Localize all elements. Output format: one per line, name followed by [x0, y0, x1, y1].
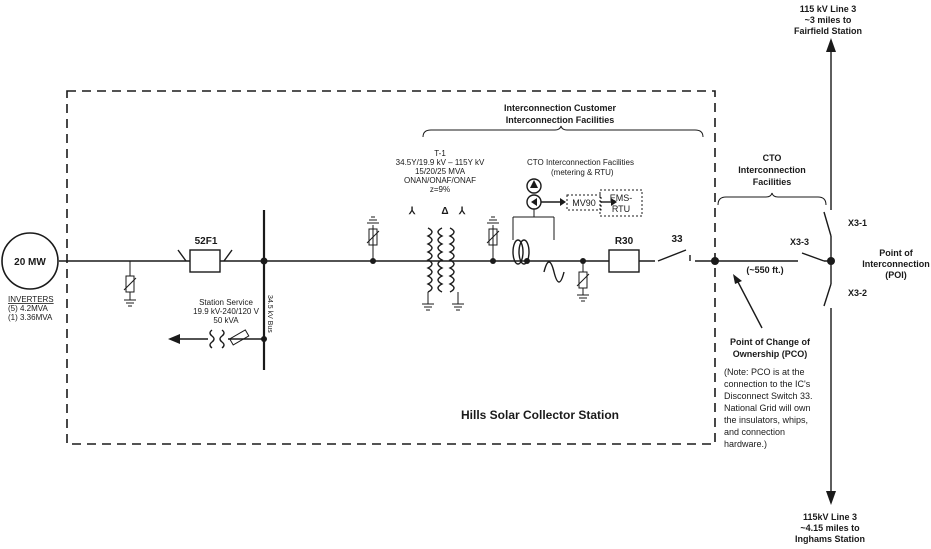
svg-text:Δ: Δ	[441, 206, 448, 217]
svg-text:R30: R30	[615, 236, 634, 247]
svg-text:Ownership (PCO): Ownership (PCO)	[733, 349, 808, 359]
svg-text:connection to the IC's: connection to the IC's	[724, 379, 811, 389]
inverters-label: INVERTERS (5) 4.2MVA (1) 3.36MVA	[8, 295, 54, 322]
svg-text:115 kV Line 3: 115 kV Line 3	[800, 4, 857, 14]
svg-text:z=9%: z=9%	[430, 185, 450, 194]
svg-text:Interconnection Facilities: Interconnection Facilities	[506, 115, 615, 125]
svg-text:MV90: MV90	[572, 198, 596, 208]
switch-x3-2: X3-2	[823, 283, 867, 308]
svg-text:(5) 4.2MVA: (5) 4.2MVA	[8, 304, 49, 313]
svg-text:Facilities: Facilities	[753, 177, 792, 187]
mv90-meter: MV90	[566, 194, 617, 211]
svg-text:RTU: RTU	[612, 204, 630, 214]
svg-text:34.5Y/19.9 kV – 115Y kV: 34.5Y/19.9 kV – 115Y kV	[396, 158, 485, 167]
svg-text:52F1: 52F1	[195, 236, 218, 247]
svg-text:X3-2: X3-2	[848, 288, 867, 298]
surge-arrester-4	[576, 258, 590, 302]
svg-text:(Note: PCO is at the: (Note: PCO is at the	[724, 367, 805, 377]
svg-text:(POI): (POI)	[885, 270, 907, 280]
svg-text:⅄: ⅄	[408, 206, 416, 217]
svg-text:Interconnection: Interconnection	[862, 259, 930, 269]
svg-text:Fairfield Station: Fairfield Station	[794, 26, 862, 36]
station-name: Hills Solar Collector Station	[461, 408, 619, 422]
svg-text:Inghams Station: Inghams Station	[795, 534, 865, 544]
disconnect-switch-33: 33	[655, 234, 695, 267]
svg-text:50 kVA: 50 kVA	[213, 316, 239, 325]
svg-text:X3-3: X3-3	[790, 237, 809, 247]
svg-text:(1) 3.36MVA: (1) 3.36MVA	[8, 313, 53, 322]
current-transformers	[512, 227, 565, 283]
surge-arrester-2	[366, 216, 380, 264]
svg-text:Interconnection Customer: Interconnection Customer	[504, 103, 617, 113]
pco-node	[711, 257, 719, 265]
svg-text:X3-1: X3-1	[848, 218, 867, 228]
line-north-label: 115 kV Line 3 ~3 miles to Fairfield Stat…	[794, 4, 862, 36]
cto-metering-label: CTO Interconnection Facilities (metering…	[527, 158, 634, 177]
distance-label: (~550 ft.)	[746, 265, 783, 275]
metering-instruments	[512, 178, 566, 227]
svg-text:Station Service: Station Service	[199, 298, 253, 307]
transformer-t1-label: T-1 34.5Y/19.9 kV – 115Y kV 15/20/25 MVA…	[396, 149, 485, 194]
svg-text:~4.15 miles to: ~4.15 miles to	[800, 523, 860, 533]
svg-text:~3 miles to: ~3 miles to	[805, 15, 852, 25]
svg-text:Point of Change of: Point of Change of	[730, 337, 811, 347]
cto-facilities-label: CTO Interconnection Facilities	[738, 153, 806, 187]
switch-x3-1: X3-1	[823, 210, 867, 237]
arrow-north-icon	[826, 38, 836, 52]
customer-facilities-brace	[422, 125, 704, 138]
svg-text:20 MW: 20 MW	[14, 257, 46, 268]
cto-facilities-brace	[717, 192, 827, 206]
svg-text:EMS-: EMS-	[610, 193, 633, 203]
svg-text:INVERTERS: INVERTERS	[8, 295, 54, 304]
svg-text:the insulators, whips,: the insulators, whips,	[724, 415, 808, 425]
breaker-r30: R30	[608, 236, 640, 273]
poi-label: Point of Interconnection (POI)	[862, 248, 930, 280]
svg-text:T-1: T-1	[434, 149, 446, 158]
pco-pointer	[737, 281, 763, 329]
bus-label: 34.5 kV Bus	[266, 295, 273, 333]
breaker-52f1: 52F1	[177, 236, 233, 273]
station-service-label: Station Service 19.9 kV-240/120 V 50 kVA	[193, 298, 259, 325]
generator-20mw: 20 MW	[1, 232, 59, 290]
svg-text:33: 33	[671, 234, 683, 245]
svg-text:ONAN/ONAF/ONAF: ONAN/ONAF/ONAF	[404, 176, 476, 185]
collector-station-boundary	[66, 90, 716, 445]
svg-text:(metering & RTU): (metering & RTU)	[551, 168, 614, 177]
svg-text:Point of: Point of	[879, 248, 913, 258]
svg-text:and connection: and connection	[724, 427, 785, 437]
transformer-t1: ⅄ Δ ⅄	[408, 206, 466, 311]
poi-node	[827, 257, 835, 265]
svg-text:hardware.): hardware.)	[724, 439, 767, 449]
svg-text:National Grid will own: National Grid will own	[724, 403, 811, 413]
station-service-transformer	[168, 329, 267, 349]
line-south-label: 115kV Line 3 ~4.15 miles to Inghams Stat…	[795, 512, 865, 544]
ems-rtu: EMS- RTU	[599, 189, 643, 217]
svg-text:CTO Interconnection Facilitie: CTO Interconnection Facilities	[527, 158, 634, 167]
customer-facilities-label: Interconnection Customer Interconnection…	[504, 103, 617, 125]
svg-text:Disconnect Switch 33.: Disconnect Switch 33.	[724, 391, 813, 401]
surge-arrester-1	[123, 261, 137, 307]
svg-text:115kV Line 3: 115kV Line 3	[803, 512, 857, 522]
pco-note: (Note: PCO is at the connection to the I…	[724, 367, 813, 449]
svg-text:CTO: CTO	[763, 153, 782, 163]
svg-text:15/20/25 MVA: 15/20/25 MVA	[415, 167, 466, 176]
pco-label: Point of Change of Ownership (PCO)	[730, 337, 811, 359]
svg-text:⅄: ⅄	[458, 206, 466, 217]
arrow-south-icon	[826, 491, 836, 505]
switch-x3-3: X3-3	[790, 237, 825, 265]
svg-text:19.9 kV-240/120 V: 19.9 kV-240/120 V	[193, 307, 259, 316]
surge-arrester-3	[486, 216, 500, 264]
svg-text:Interconnection: Interconnection	[738, 165, 806, 175]
